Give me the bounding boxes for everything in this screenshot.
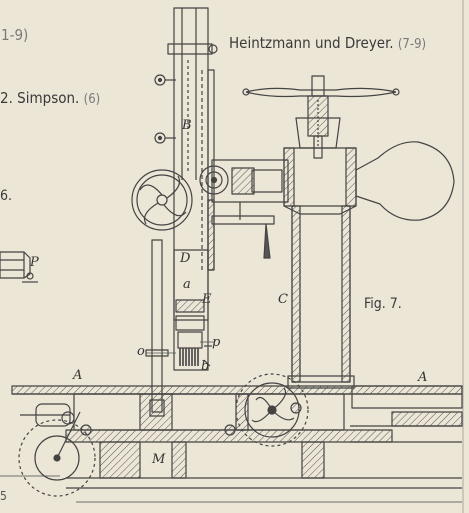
top-handwheel-bar	[245, 87, 397, 93]
left-fragment-reference: 1-9)	[1, 26, 29, 44]
counterweight-disc	[355, 141, 455, 221]
label-e: E	[202, 292, 212, 307]
plunger-rod	[151, 239, 163, 413]
label-a-right: A	[418, 370, 428, 385]
simpson-name: 2. Simpson.	[0, 89, 80, 107]
left-hand-wheel	[18, 419, 96, 497]
rack-gear	[391, 411, 463, 427]
label-b-small: b	[201, 359, 210, 374]
slide-block-d	[173, 249, 209, 321]
right-bench	[351, 385, 463, 409]
guide-clamp	[167, 43, 213, 55]
base-table-top	[11, 385, 463, 395]
label-m: M	[152, 452, 166, 467]
feed-handwheel	[131, 169, 193, 231]
edge-number-six: 6.	[0, 188, 13, 204]
heintzmann-dreyer-name: Heintzmann und Dreyer.	[229, 34, 394, 52]
heintzmann-dreyer-title: Heintzmann und Dreyer. (7-9)	[229, 34, 427, 52]
figure-caption: Fig. 7.	[364, 296, 402, 312]
label-p-capital: P	[30, 255, 39, 270]
lower-gear-wheel	[235, 373, 309, 447]
edge-mark: 5	[0, 489, 7, 503]
simpson-title: 2. Simpson. (6)	[0, 89, 101, 107]
simpson-reference: (6)	[83, 92, 101, 107]
label-b: B	[182, 118, 192, 133]
label-small-a: a	[183, 277, 191, 292]
label-o: o	[137, 344, 145, 359]
label-d: D	[180, 251, 191, 266]
heintzmann-dreyer-range: (7-9)	[397, 37, 427, 52]
left-fragment-part	[0, 251, 25, 279]
label-p: p	[212, 335, 221, 350]
label-a-left: A	[73, 368, 83, 383]
label-c: C	[278, 292, 288, 307]
